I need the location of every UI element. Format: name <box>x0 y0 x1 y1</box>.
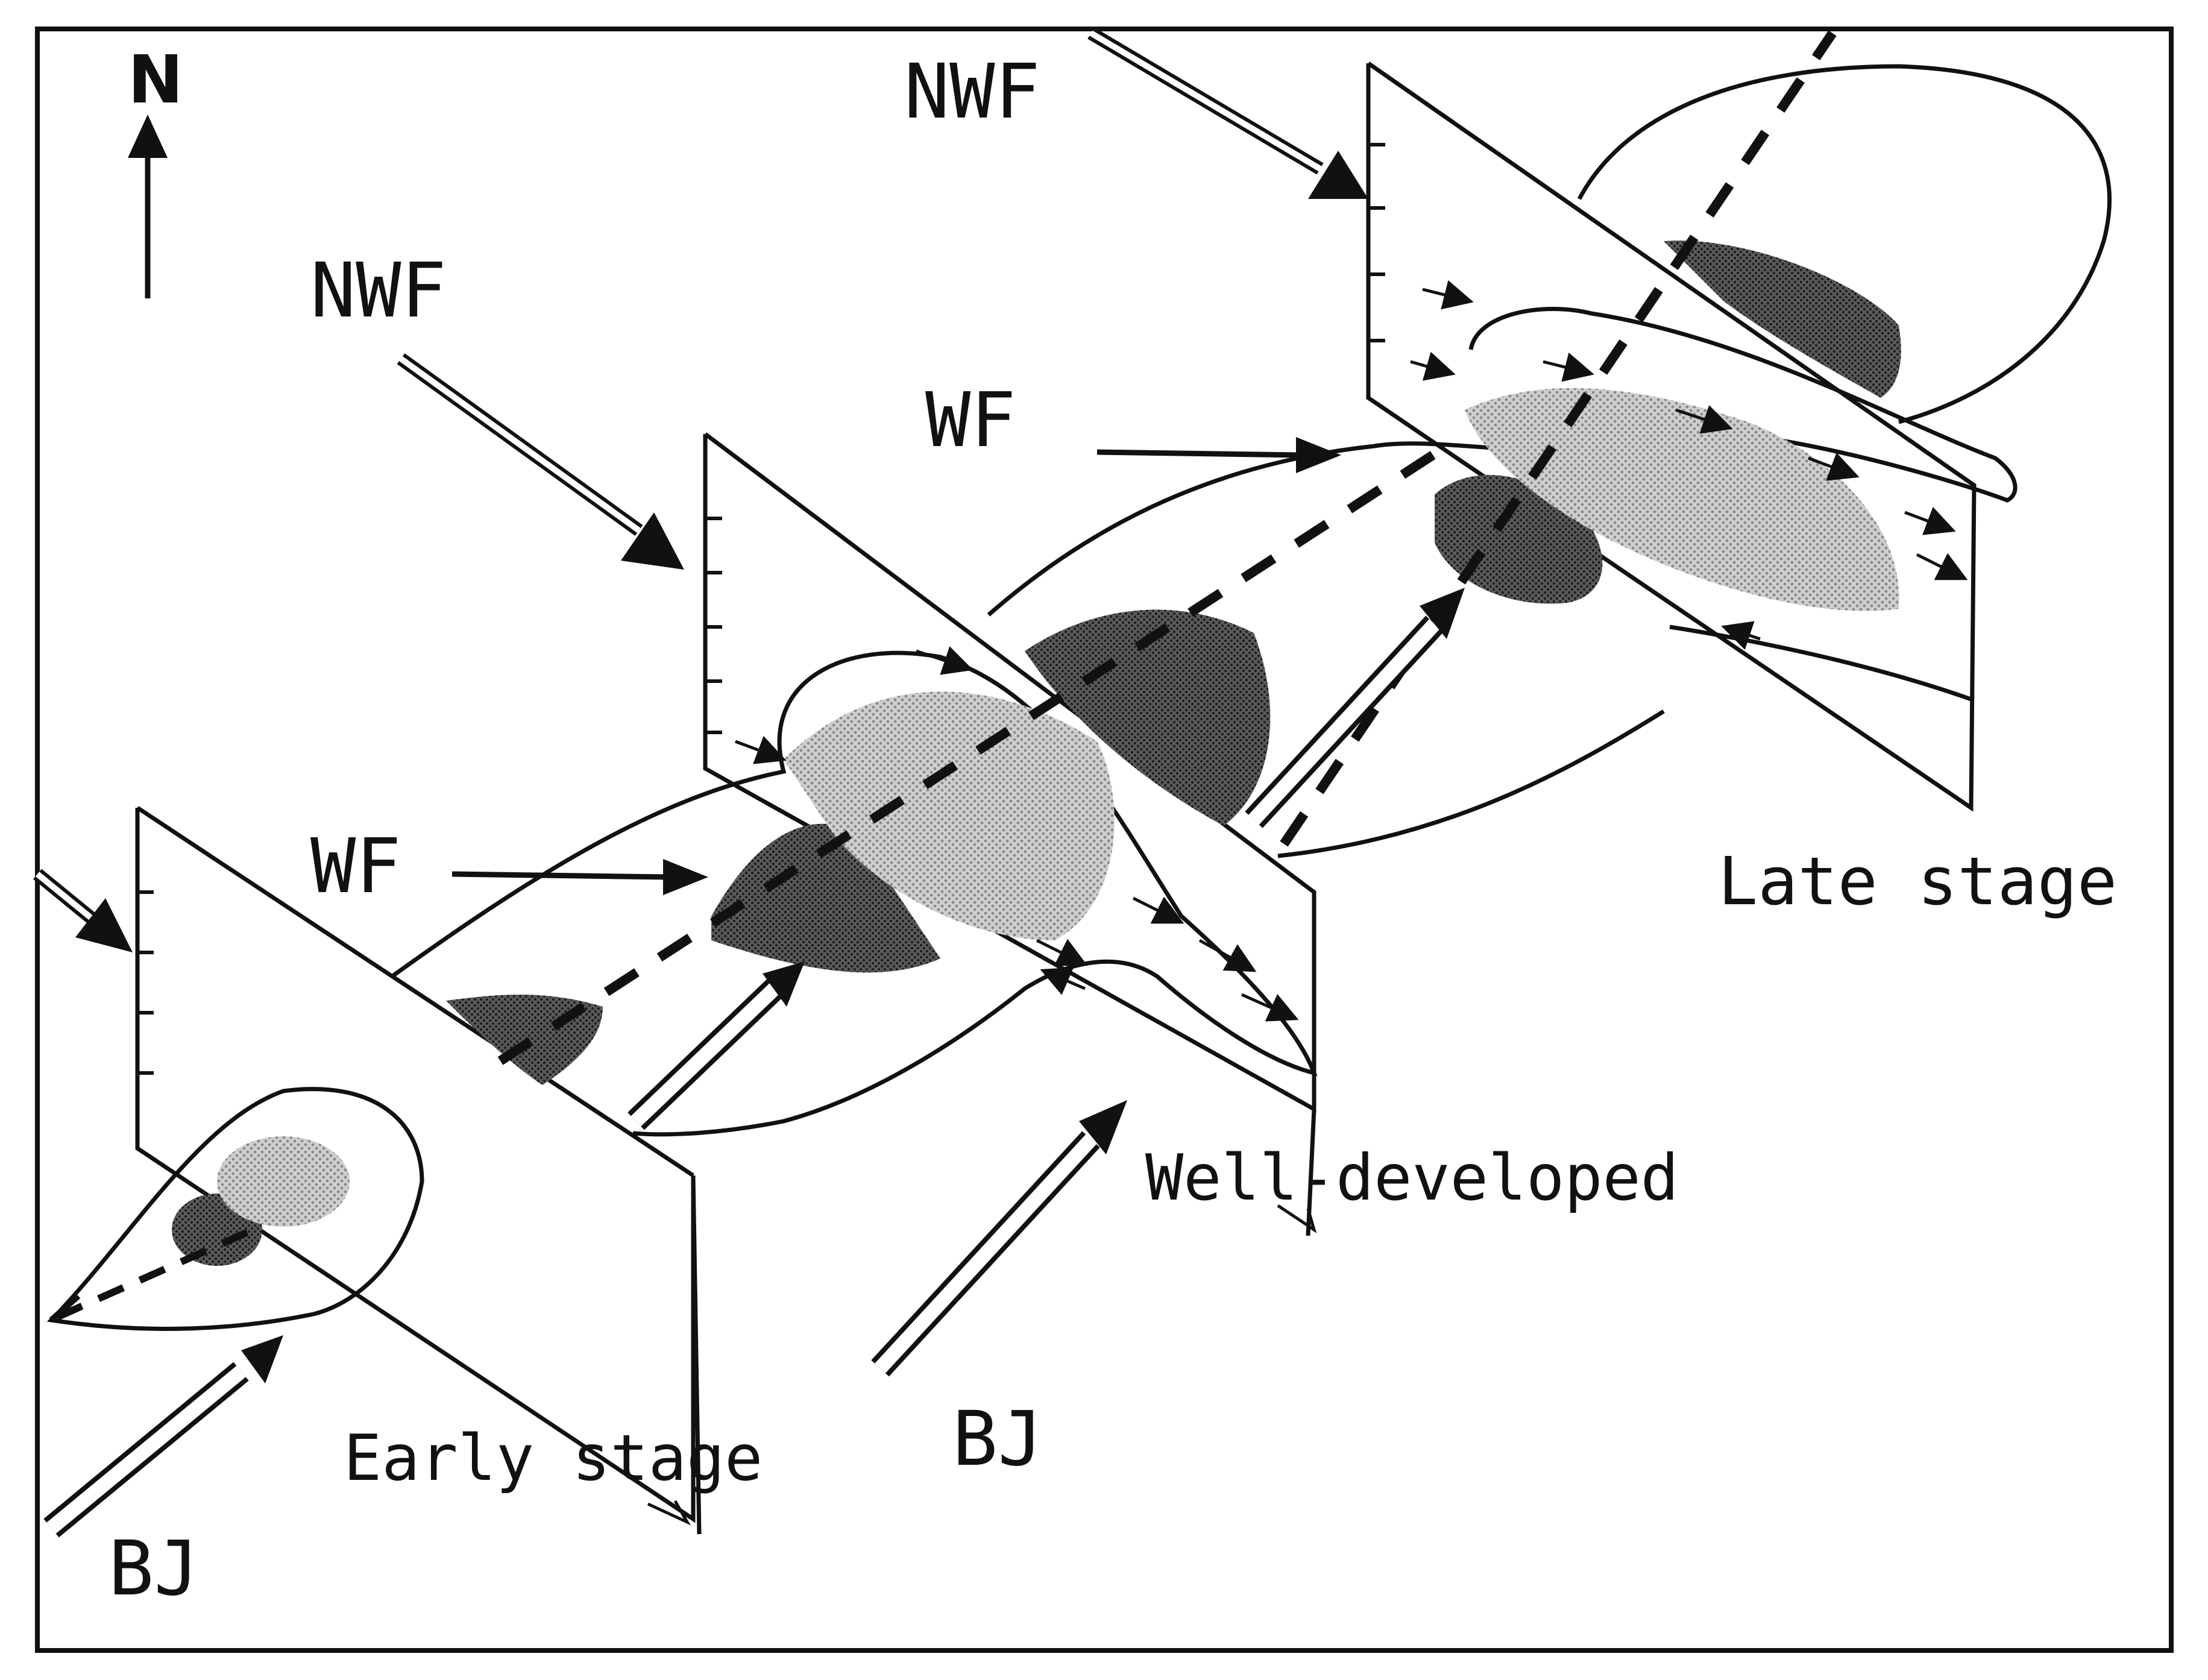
well-developed-cloud-outline <box>390 650 1318 1137</box>
well-developed-label: Well-developed <box>1145 1141 1679 1215</box>
bj-arrow-lower-mid <box>871 1100 1127 1377</box>
well-developed-system <box>390 432 1677 1236</box>
north-arrow <box>128 115 168 298</box>
late-stage-cloud-outline <box>1468 307 2018 503</box>
nwf-label-mid: NWF <box>310 247 447 335</box>
late-stage-label: Late stage <box>1718 843 2117 920</box>
bj-arrow-left <box>43 1335 283 1538</box>
early-stage-system <box>46 806 702 1535</box>
bj-label-left: BJ <box>109 1525 200 1612</box>
north-label: N <box>128 41 183 118</box>
figure-frame <box>35 27 2174 1653</box>
late-stage-system <box>1280 30 2112 847</box>
bj-arrow-mid <box>627 961 805 1130</box>
late-stage-plane <box>1366 61 1977 812</box>
bj-label-mid: BJ <box>952 1395 1043 1483</box>
nwf-arrow-left <box>33 869 133 952</box>
wf-label-right: WF <box>925 377 1016 464</box>
early-stage-label: Early stage <box>344 1421 763 1495</box>
wf-arrow-right <box>1096 437 1341 473</box>
nwf-label-top: NWF <box>904 48 1040 136</box>
early-stage-cloud-outline <box>46 1087 424 1331</box>
wf-label-mid: WF <box>310 823 401 910</box>
wf-arrow-mid <box>451 859 708 895</box>
bj-arrow-right <box>1245 588 1465 828</box>
nwf-arrow-mid <box>397 353 684 570</box>
early-stage-plane <box>135 808 696 1523</box>
nwf-arrow-top <box>1087 27 1368 199</box>
